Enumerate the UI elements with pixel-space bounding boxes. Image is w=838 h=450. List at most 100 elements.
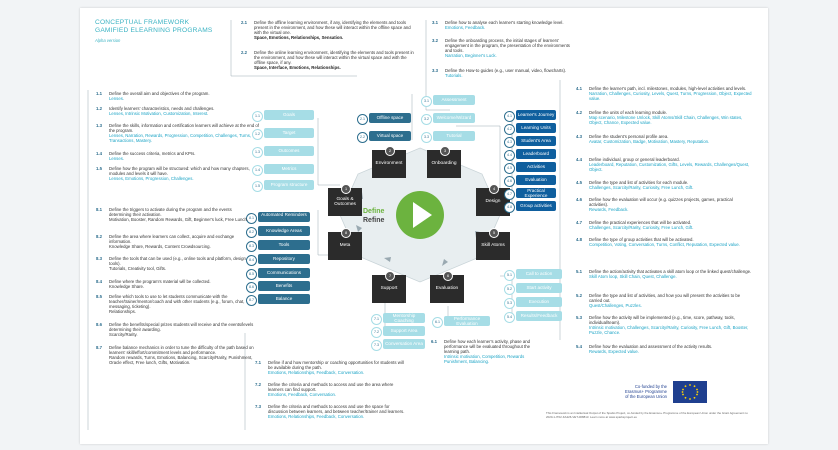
node-number: 6 <box>443 271 453 281</box>
node-number: 2 <box>385 146 395 156</box>
item-number: 4.7 <box>576 220 582 225</box>
pill-label: Practical Experience <box>524 188 548 198</box>
item-number: 4.2 <box>576 110 582 115</box>
pill-number: 1.4 <box>252 164 263 176</box>
item-keywords: Challenges, Scarcity/Rarity, Curiosity, … <box>589 225 694 231</box>
pill-label: Repository <box>273 256 295 261</box>
item-keywords: Relationships. <box>109 309 136 315</box>
title-line-2: GAMIFIED ELEARNING PROGRAMS <box>95 26 213 34</box>
pill-label: Tutorial <box>446 133 462 138</box>
item-keywords: Rewards, Feedback. <box>589 207 629 213</box>
pill-number: 5.1 <box>504 269 515 281</box>
item-keywords: Emotions, Relationships, Feedback, Conve… <box>268 414 365 420</box>
pill-number: 5.3 <box>504 297 515 309</box>
node-number: 8 <box>341 228 351 238</box>
item-number: 8.1 <box>96 207 102 212</box>
pill-label: Welcome/Wizard <box>436 115 472 120</box>
pill-outcomes[interactable]: 1.3 Outcomes <box>252 146 314 158</box>
item-number: 4.5 <box>576 180 582 185</box>
pill-label: Conversation Area <box>385 341 423 346</box>
item-number: 5.3 <box>576 315 582 320</box>
item-text: Define balance mechanics in order to tun… <box>109 345 254 356</box>
item-keywords: Knowledge Share. <box>109 284 145 290</box>
item-number: 4.4 <box>576 157 582 162</box>
item-keywords: Skill Atom loop, Skill Chain, Quest, Cha… <box>589 274 677 280</box>
eu-cofunding-badge: Co-funded by the Erasmus+ Programme of t… <box>607 381 713 405</box>
pill-repository[interactable]: 8.4 Repository <box>246 254 310 266</box>
item-keywords: Emotions, Relationships, Feedback, Conve… <box>268 370 365 376</box>
item-keywords: Scarcity/Rarity. <box>109 332 138 338</box>
item-text: Define the triggers to activate during t… <box>109 207 232 218</box>
pill-number: 8.5 <box>246 268 257 280</box>
pill-label: Offline space <box>376 115 404 120</box>
item-keywords: Knowledge Share, Rewards, Content Crowds… <box>109 244 211 250</box>
pill-label: Knowledge Areas <box>266 228 302 233</box>
item-text: Define the benefits/special prizes stude… <box>109 322 254 333</box>
pill-number: 8.4 <box>246 254 257 266</box>
item-3-3: 3.3 Define the How-to guides (e.g., user … <box>432 68 573 78</box>
pill-label: Mentorship Coaching <box>392 313 416 323</box>
item-number: 8.4 <box>96 279 102 284</box>
page-title: CONCEPTUAL FRAMEWORK GAMIFIED ELEARNING … <box>95 19 213 34</box>
item-number: 1.2 <box>96 106 102 111</box>
pill-label: Outcomes <box>278 148 300 153</box>
pill-number: 4.3 <box>504 136 515 148</box>
pill-label: Assessment <box>441 97 467 102</box>
pill-label: Performance Evaluation <box>453 316 481 326</box>
item-text: Define how the evaluation and assessment… <box>589 344 713 349</box>
item-text: Define the How-to guides (e.g., user man… <box>445 68 567 73</box>
pill-assessment[interactable]: 3.1 Assessment <box>421 95 475 107</box>
item-number: 7.3 <box>255 404 261 409</box>
item-number: 3.3 <box>432 68 438 73</box>
pill-number: 1.3 <box>252 146 263 158</box>
item-keywords: Intrinsic motivation, Challenges, Scarci… <box>589 325 749 336</box>
title-line-1: CONCEPTUAL FRAMEWORK <box>95 19 190 26</box>
pill-number: 3.1 <box>421 95 432 107</box>
